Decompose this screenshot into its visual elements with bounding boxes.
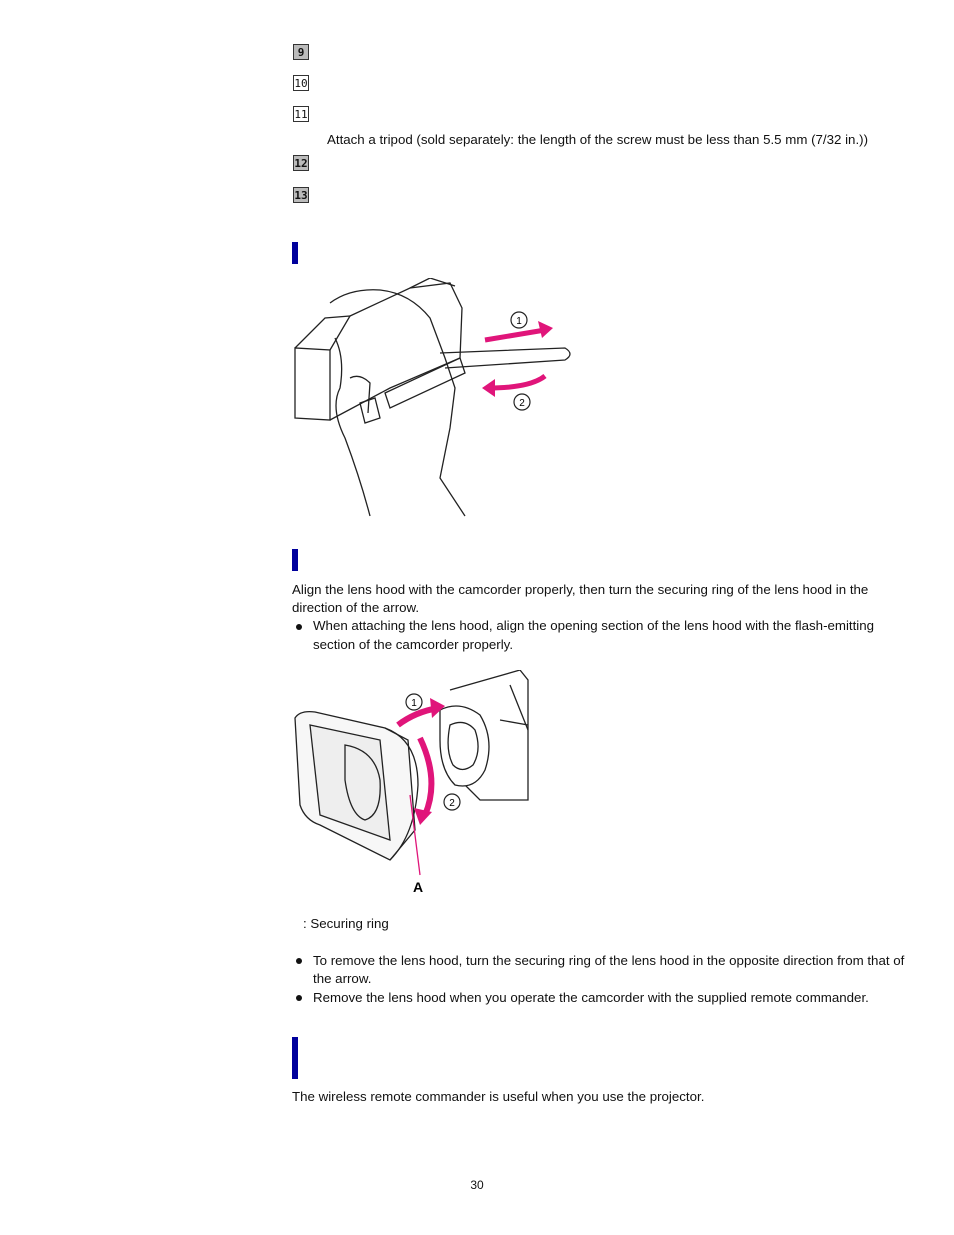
lens-step-1-label: 1 <box>411 698 417 709</box>
item-number-13: 13 <box>293 187 309 203</box>
item-number-11: 11 <box>293 106 309 122</box>
section-marker-lens-hood <box>292 549 298 571</box>
securing-ring-caption: : Securing ring <box>303 916 389 931</box>
grip-step-1-label: 1 <box>516 316 522 327</box>
lens-hood-bullet-1-line-2: section of the camcorder properly. <box>313 637 514 652</box>
lens-hood-bullet-3: Remove the lens hood when you operate th… <box>313 990 869 1005</box>
grip-belt-illustration: 1 2 <box>294 278 571 517</box>
lens-hood-illustration: 1 2 A <box>294 670 529 895</box>
lens-hood-bullet-2-line-2: the arrow. <box>313 971 372 986</box>
lens-hood-bullet-1-line-1: When attaching the lens hood, align the … <box>313 618 875 633</box>
lens-hood-bullet-2-line-1: To remove the lens hood, turn the securi… <box>313 953 905 968</box>
lens-hood-intro-line-1: Align the lens hood with the camcorder p… <box>292 582 869 597</box>
grip-step-2-label: 2 <box>519 398 525 409</box>
item-number-10: 10 <box>293 75 309 91</box>
figure-label-a: A <box>413 879 423 895</box>
item-number-9: 9 <box>293 44 309 60</box>
section-marker-grip-belt <box>292 242 298 264</box>
item-number-12: 12 <box>293 155 309 171</box>
lens-step-2-label: 2 <box>449 798 455 809</box>
lens-hood-intro-line-2: direction of the arrow. <box>292 600 420 615</box>
bullet-dot <box>296 995 302 1001</box>
bullet-dot <box>296 624 302 630</box>
bullet-dot <box>296 958 302 964</box>
tripod-note: Attach a tripod (sold separately: the le… <box>327 132 869 147</box>
remote-commander-text: The wireless remote commander is useful … <box>292 1089 705 1104</box>
page-number: 30 <box>470 1178 484 1192</box>
section-marker-remote <box>292 1037 298 1079</box>
